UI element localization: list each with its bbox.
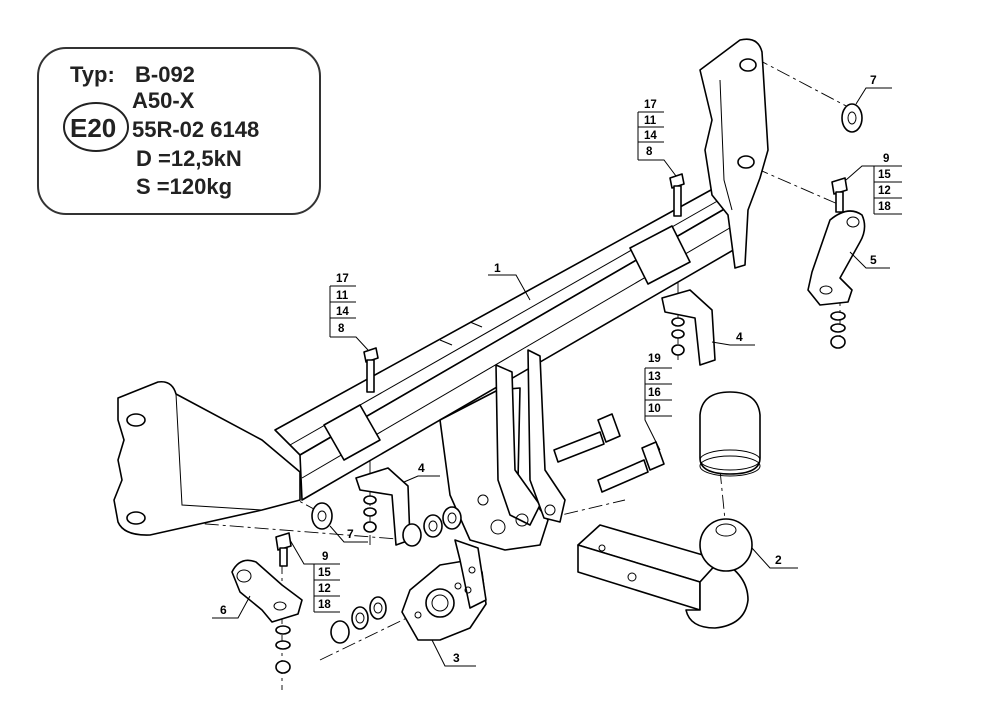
callout-6: 6 bbox=[212, 595, 251, 619]
bom-right-3: 18 bbox=[878, 201, 891, 213]
plate-approval-mark: E20 bbox=[70, 113, 116, 143]
plate-typ-label: Typ: bbox=[70, 62, 115, 87]
bracket-4-left bbox=[355, 467, 411, 546]
bom-ball-2: 16 bbox=[648, 387, 661, 399]
nuts-left-bracket bbox=[363, 495, 377, 533]
callout-2: 2 bbox=[751, 547, 798, 569]
washer-7-left bbox=[311, 502, 333, 530]
callout-5-label: 5 bbox=[870, 253, 877, 267]
bom-left-3: 8 bbox=[338, 323, 345, 335]
ball-bolts bbox=[553, 413, 665, 493]
callout-4-left-label: 4 bbox=[418, 461, 425, 475]
bom-top-2: 14 bbox=[644, 130, 657, 142]
bracket-6 bbox=[231, 559, 303, 623]
bom-left-0: 17 bbox=[336, 273, 349, 285]
bom-left-1: 11 bbox=[336, 290, 349, 302]
plate-approval-number: 55R-02 6148 bbox=[132, 117, 259, 142]
callout-3: 3 bbox=[431, 639, 476, 667]
bom-bolt-left: 17 11 14 8 bbox=[329, 273, 369, 351]
bracket-5 bbox=[807, 210, 866, 306]
socket-plate-3 bbox=[401, 539, 487, 641]
callout-3-label: 3 bbox=[453, 651, 460, 665]
bom-bolt-lower-left: 9 15 12 18 bbox=[289, 539, 340, 613]
bom-right-0: 9 bbox=[883, 153, 889, 165]
bolt-lower-left bbox=[275, 532, 292, 567]
right-side-plate bbox=[699, 38, 769, 269]
nuts-center bbox=[402, 506, 462, 547]
bolt-top bbox=[669, 173, 685, 217]
plate-model: A50-X bbox=[132, 88, 195, 113]
callout-7-left: 7 bbox=[329, 525, 368, 543]
callout-2-label: 2 bbox=[775, 553, 782, 567]
bom-top-0: 17 bbox=[644, 99, 657, 111]
nuts-bracket-6 bbox=[275, 625, 291, 674]
bom-right-2: 12 bbox=[878, 185, 891, 197]
center-bracket bbox=[439, 349, 566, 551]
callout-4-left: 4 bbox=[403, 461, 440, 483]
bom-bolt-ball: 19 13 16 10 bbox=[644, 353, 672, 451]
bom-lower-left-0: 9 bbox=[322, 551, 328, 563]
bom-left-2: 14 bbox=[336, 306, 349, 318]
bom-ball-3: 10 bbox=[648, 403, 661, 415]
plate-d-value: D =12,5kN bbox=[136, 146, 242, 171]
bom-ball-0: 19 bbox=[648, 353, 661, 365]
callout-7-left-label: 7 bbox=[347, 527, 354, 541]
bom-top-1: 11 bbox=[644, 115, 657, 127]
callout-4-right: 4 bbox=[711, 330, 755, 346]
callout-7-right: 7 bbox=[855, 73, 892, 105]
bracket-4-right bbox=[661, 289, 716, 366]
bom-bolt-top: 17 11 14 8 bbox=[637, 99, 677, 177]
bom-lower-left-1: 15 bbox=[318, 567, 331, 579]
callout-1-label: 1 bbox=[494, 261, 501, 275]
e-mark-circle bbox=[63, 102, 129, 152]
nuts-right-bracket bbox=[671, 317, 685, 356]
bolt-right bbox=[831, 177, 848, 213]
nuts-bracket-5 bbox=[830, 311, 846, 349]
callout-5: 5 bbox=[849, 251, 890, 269]
bom-lower-left-3: 18 bbox=[318, 599, 331, 611]
callout-6-label: 6 bbox=[220, 603, 227, 617]
bom-ball-1: 13 bbox=[648, 371, 661, 383]
washer-7-right bbox=[841, 103, 863, 133]
left-side-plate bbox=[113, 380, 301, 536]
bom-lower-left-2: 12 bbox=[318, 583, 331, 595]
type-plate: Typ: B-092 A50-X E20 55R-02 6148 D =12,5… bbox=[37, 47, 321, 215]
bom-right-1: 15 bbox=[878, 169, 891, 181]
plate-typ-value: B-092 bbox=[135, 62, 195, 87]
ball-cap bbox=[699, 391, 761, 477]
bom-top-3: 8 bbox=[646, 146, 653, 158]
bolt-left bbox=[363, 347, 379, 393]
ball-neck-2 bbox=[577, 518, 753, 629]
callout-1: 1 bbox=[488, 261, 531, 301]
bom-bolt-right: 9 15 12 18 bbox=[845, 153, 902, 215]
callout-7-right-label: 7 bbox=[870, 73, 877, 87]
nuts-socket bbox=[330, 596, 387, 644]
plate-s-value: S =120kg bbox=[136, 174, 232, 199]
callout-4-right-label: 4 bbox=[736, 330, 743, 344]
